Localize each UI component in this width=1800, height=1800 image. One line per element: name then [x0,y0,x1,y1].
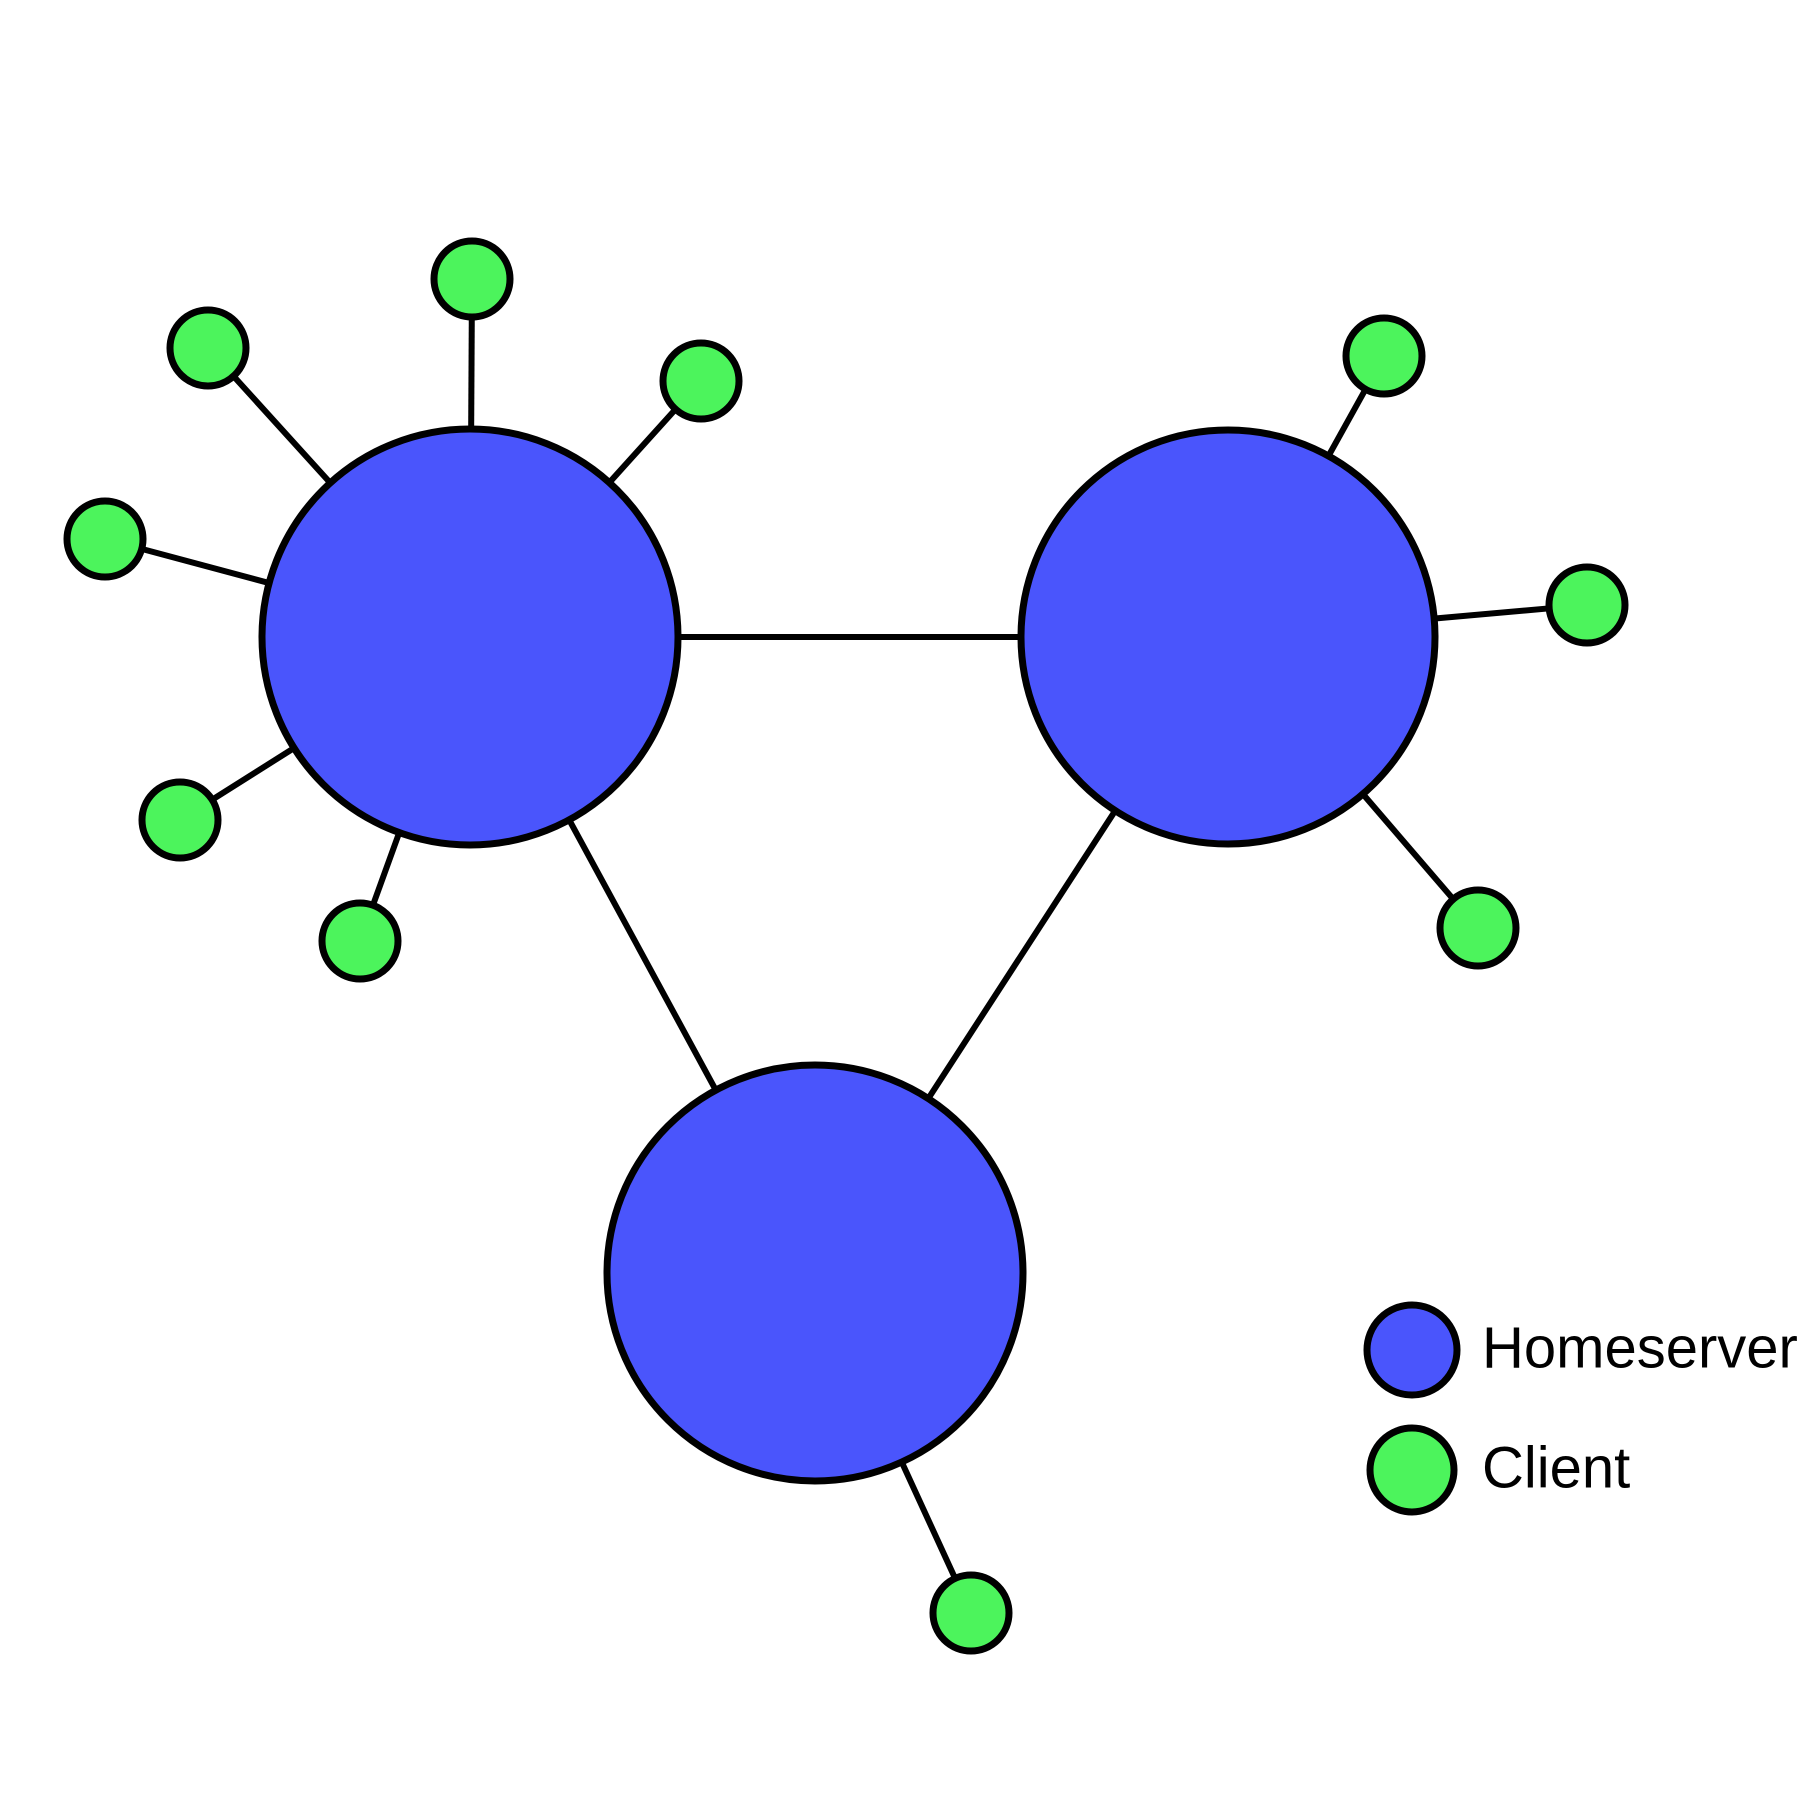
client-node-c3[interactable] [659,339,743,423]
edge-hs2-c9 [1359,790,1457,903]
legend-label-client: Client [1482,1435,1630,1500]
client-node-c5[interactable] [138,778,222,862]
legend-label-homeserver: Homeserver [1482,1315,1798,1380]
homeserver-node-hs3[interactable] [603,1061,1027,1485]
edge-hs1-c4 [138,545,272,587]
edge-hs2-hs3 [924,807,1119,1102]
edge-hs1-hs3 [565,816,720,1094]
edge-hs1-c6 [369,829,403,909]
client-node-c7[interactable] [1342,314,1426,398]
client-node-c1[interactable] [430,237,514,321]
client-node-c10[interactable] [929,1571,1013,1655]
client-node-c4[interactable] [63,497,147,581]
legend-swatch-homeserver [1363,1301,1461,1399]
edge-hs2-c8 [1431,605,1552,622]
legend-swatch-client [1366,1424,1458,1516]
client-node-c6[interactable] [318,899,402,983]
edge-hs1-c3 [605,405,680,487]
edge-hs1-c2 [229,372,334,487]
client-node-c9[interactable] [1436,886,1520,970]
client-node-c2[interactable] [166,306,250,390]
homeserver-node-hs1[interactable] [258,425,682,849]
client-node-c8[interactable] [1545,563,1629,647]
edge-hs2-c7 [1324,386,1370,460]
homeserver-node-hs2[interactable] [1017,426,1439,848]
edge-hs1-c1 [468,314,475,432]
edge-hs1-c5 [208,744,298,804]
nodes-layer [63,237,1629,1655]
edges-layer [138,314,1552,1582]
edge-hs3-c10 [898,1458,959,1582]
